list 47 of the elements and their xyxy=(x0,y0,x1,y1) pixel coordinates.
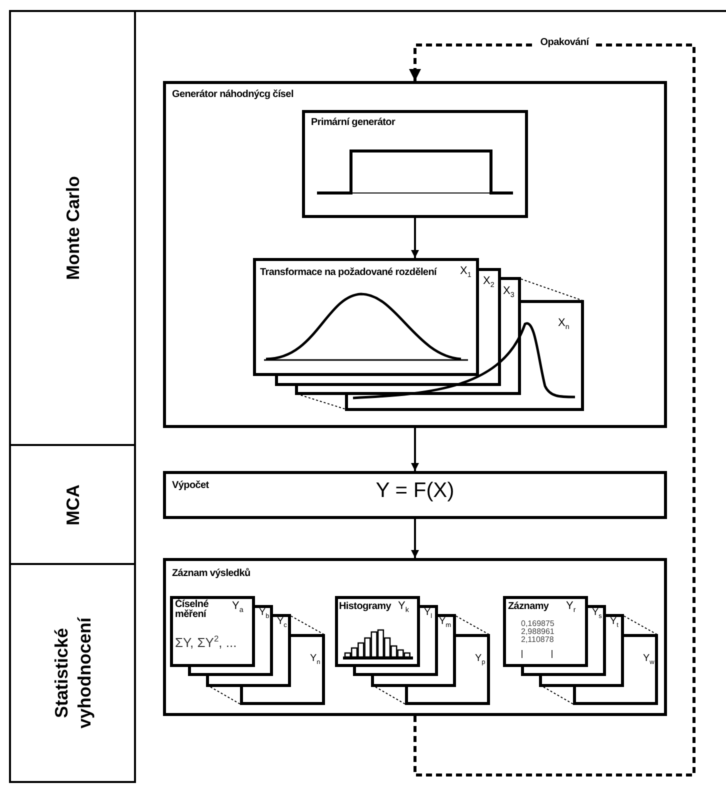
variable-label: Y$_{s}$ xyxy=(592,608,602,618)
variable-label: X$_{1}$ xyxy=(460,266,472,278)
box-title: Primární generátor xyxy=(311,118,396,128)
box-title: Číselné měření xyxy=(175,600,210,619)
stage-band xyxy=(9,563,136,783)
card-stack xyxy=(335,596,491,706)
variable-label: Y$_{r}$ xyxy=(566,601,576,613)
variable-label: X$_{3}$ xyxy=(503,286,514,298)
arrow xyxy=(411,428,419,471)
variable-label: X$_{n}$ xyxy=(558,318,570,330)
box-title: Výpočet xyxy=(172,481,209,492)
arrow xyxy=(411,218,419,258)
variable-label: Y$_{a}$ xyxy=(232,601,244,613)
formula-text: ΣY, ΣY$^{2}$, ... xyxy=(175,636,237,650)
variable-label: Y$_{w}$ xyxy=(643,654,654,664)
variable-label: Y$_{k}$ xyxy=(398,601,409,613)
stage-band xyxy=(9,10,136,446)
variable-label: Y$_{m}$ xyxy=(439,617,452,628)
process-box xyxy=(302,110,528,218)
record-value: 0,169875 xyxy=(521,620,554,628)
stage-label: MCA xyxy=(61,483,84,527)
record-value: 2,110878 xyxy=(521,636,554,644)
record-value: 2,988961 xyxy=(521,628,554,636)
process-box xyxy=(163,471,667,519)
variable-label: Y$_{p}$ xyxy=(475,654,486,664)
group-box xyxy=(163,558,667,716)
stage-band xyxy=(9,444,136,565)
arrow xyxy=(411,519,419,558)
card-stack xyxy=(170,596,326,706)
variable-label: Y$_{t}$ xyxy=(610,617,618,628)
box-title: Generátor náhodnýcg čísel xyxy=(172,90,294,100)
edge-label: Opakování xyxy=(534,38,595,48)
card-stack xyxy=(503,596,659,706)
group-box xyxy=(163,81,667,428)
loop-arrow xyxy=(409,44,696,776)
box-title: Histogramy xyxy=(339,602,392,612)
variable-label: Y$_{c}$ xyxy=(277,617,287,628)
variable-label: X$_{2}$ xyxy=(483,276,494,288)
variable-label: Y$_{l}$ xyxy=(424,608,432,618)
stage-label: Statistické vyhodnocení xyxy=(50,616,95,731)
stage-label: Monte Carlo xyxy=(61,175,84,282)
box-title: Záznamy xyxy=(508,602,549,612)
box-title: Transformace na požadované rozdělení xyxy=(260,268,436,278)
formula-text: Y = F(X) xyxy=(376,480,454,502)
variable-label: Y$_{b}$ xyxy=(259,608,270,618)
variable-label: Y$_{n}$ xyxy=(310,654,320,664)
box-title: Záznam výsledků xyxy=(172,569,250,580)
